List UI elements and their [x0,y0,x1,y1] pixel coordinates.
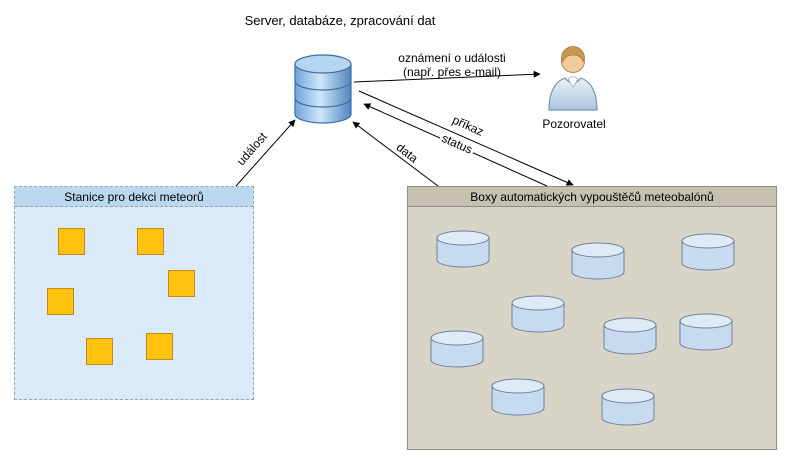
diagram-title: Server, databáze, zpracování dat [244,13,436,29]
launcher-cylinder [680,233,736,271]
balloon-launcher-box: Boxy automatických vypouštěčů meteobalón… [407,186,777,450]
launcher-cylinder [602,317,658,355]
database-icon [293,53,353,125]
launcher-cylinder [678,313,734,351]
meteor-station-box: Stanice pro dekci meteorů [14,186,254,400]
launcher-cylinder [490,378,546,416]
launcher-cylinder [510,295,566,333]
station-marker [146,333,173,360]
station-marker [168,270,195,297]
balloon-launcher-title: Boxy automatických vypouštěčů meteobalón… [408,187,776,207]
launcher-cylinder [600,388,656,426]
notification-label-line1: oznámení o události [398,50,506,65]
observer-label: Pozorovatel [542,116,606,131]
meteor-station-title: Stanice pro dekci meteorů [15,187,253,207]
station-marker [137,228,164,255]
station-marker [47,288,74,315]
command-arrow [358,90,574,186]
notification-label-line2: (např. přes e-mail) [402,64,502,79]
observer-icon [544,42,602,112]
launcher-cylinder [570,242,626,280]
data-label: data [391,138,423,168]
launcher-cylinder [429,330,485,368]
station-marker [86,338,113,365]
station-marker [58,228,85,255]
event-label: událost [232,128,272,170]
data-arrow [352,121,439,187]
launcher-cylinder [435,230,491,268]
